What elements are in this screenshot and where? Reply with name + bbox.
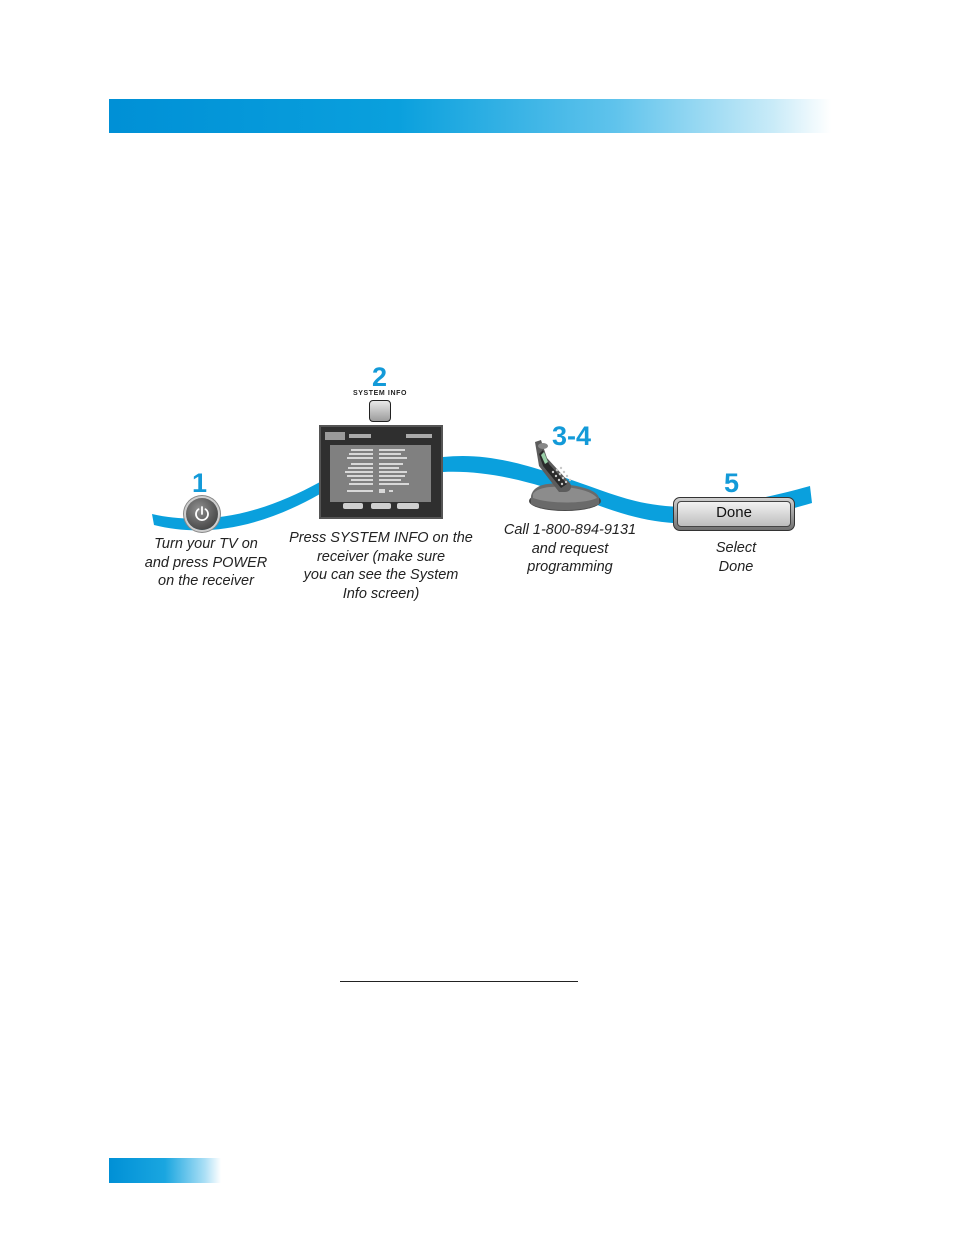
power-button xyxy=(186,498,218,530)
power-icon xyxy=(195,506,209,521)
footer-bar xyxy=(109,1158,221,1183)
step-number-2: 2 xyxy=(372,362,388,392)
horizontal-rule xyxy=(340,981,578,982)
step-number-3-4: 3-4 xyxy=(552,421,592,451)
phone-icon xyxy=(529,440,601,511)
step-number-5: 5 xyxy=(724,468,740,498)
done-button-label: Done xyxy=(677,501,791,527)
system-info-label: SYSTEM INFO xyxy=(352,390,408,397)
step-5-caption: Select Done xyxy=(715,540,757,575)
system-info-button-icon xyxy=(369,400,391,422)
step-2-caption: Press SYSTEM INFO on the receiver (make … xyxy=(289,530,473,602)
step-number-1: 1 xyxy=(192,468,208,498)
done-button: Done xyxy=(673,497,795,531)
header-bar xyxy=(109,99,831,133)
system-info-screen-image xyxy=(319,425,443,519)
step-3-4-caption: Call 1-800-894-9131 and request programm… xyxy=(503,522,637,575)
step-1-caption: Turn your TV on and press POWER on the r… xyxy=(144,536,268,589)
